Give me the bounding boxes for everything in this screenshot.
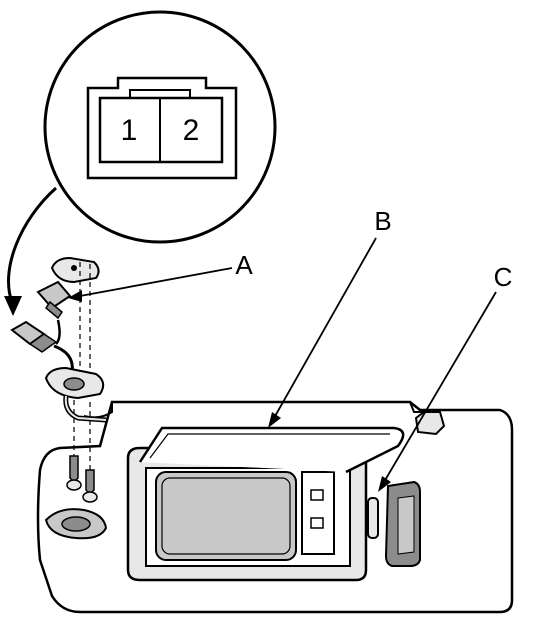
- vanity-light-panel: [301, 471, 335, 555]
- leader-a: [79, 267, 233, 297]
- mirror-switch: [367, 497, 379, 539]
- light-lamp-upper: [310, 489, 324, 501]
- part-c-switch: [367, 480, 421, 567]
- callout-c: C: [494, 262, 513, 292]
- light-lamp-lower: [310, 517, 324, 529]
- mirror-glass: [155, 471, 297, 561]
- pin-2-label: 2: [183, 114, 200, 147]
- pin-1-label: 1: [121, 114, 138, 147]
- visor-clip: [414, 411, 446, 436]
- vanity-mirror-assembly: [126, 426, 405, 582]
- callout-a: A: [235, 250, 253, 280]
- connector-a: [36, 280, 72, 310]
- callout-leaders: [68, 237, 497, 492]
- leader-c: [383, 291, 497, 483]
- callout-b: B: [374, 206, 391, 236]
- screw-right: [82, 469, 98, 503]
- detail-leader-arrow: [7, 186, 57, 303]
- mirror-cover-flap: [138, 426, 405, 474]
- connector-detail: 1 2: [43, 10, 277, 244]
- wire-harness-assembly: [10, 256, 107, 503]
- detail-leader-arrowhead: [4, 296, 22, 316]
- leader-b: [273, 237, 377, 419]
- screw-left: [66, 455, 82, 491]
